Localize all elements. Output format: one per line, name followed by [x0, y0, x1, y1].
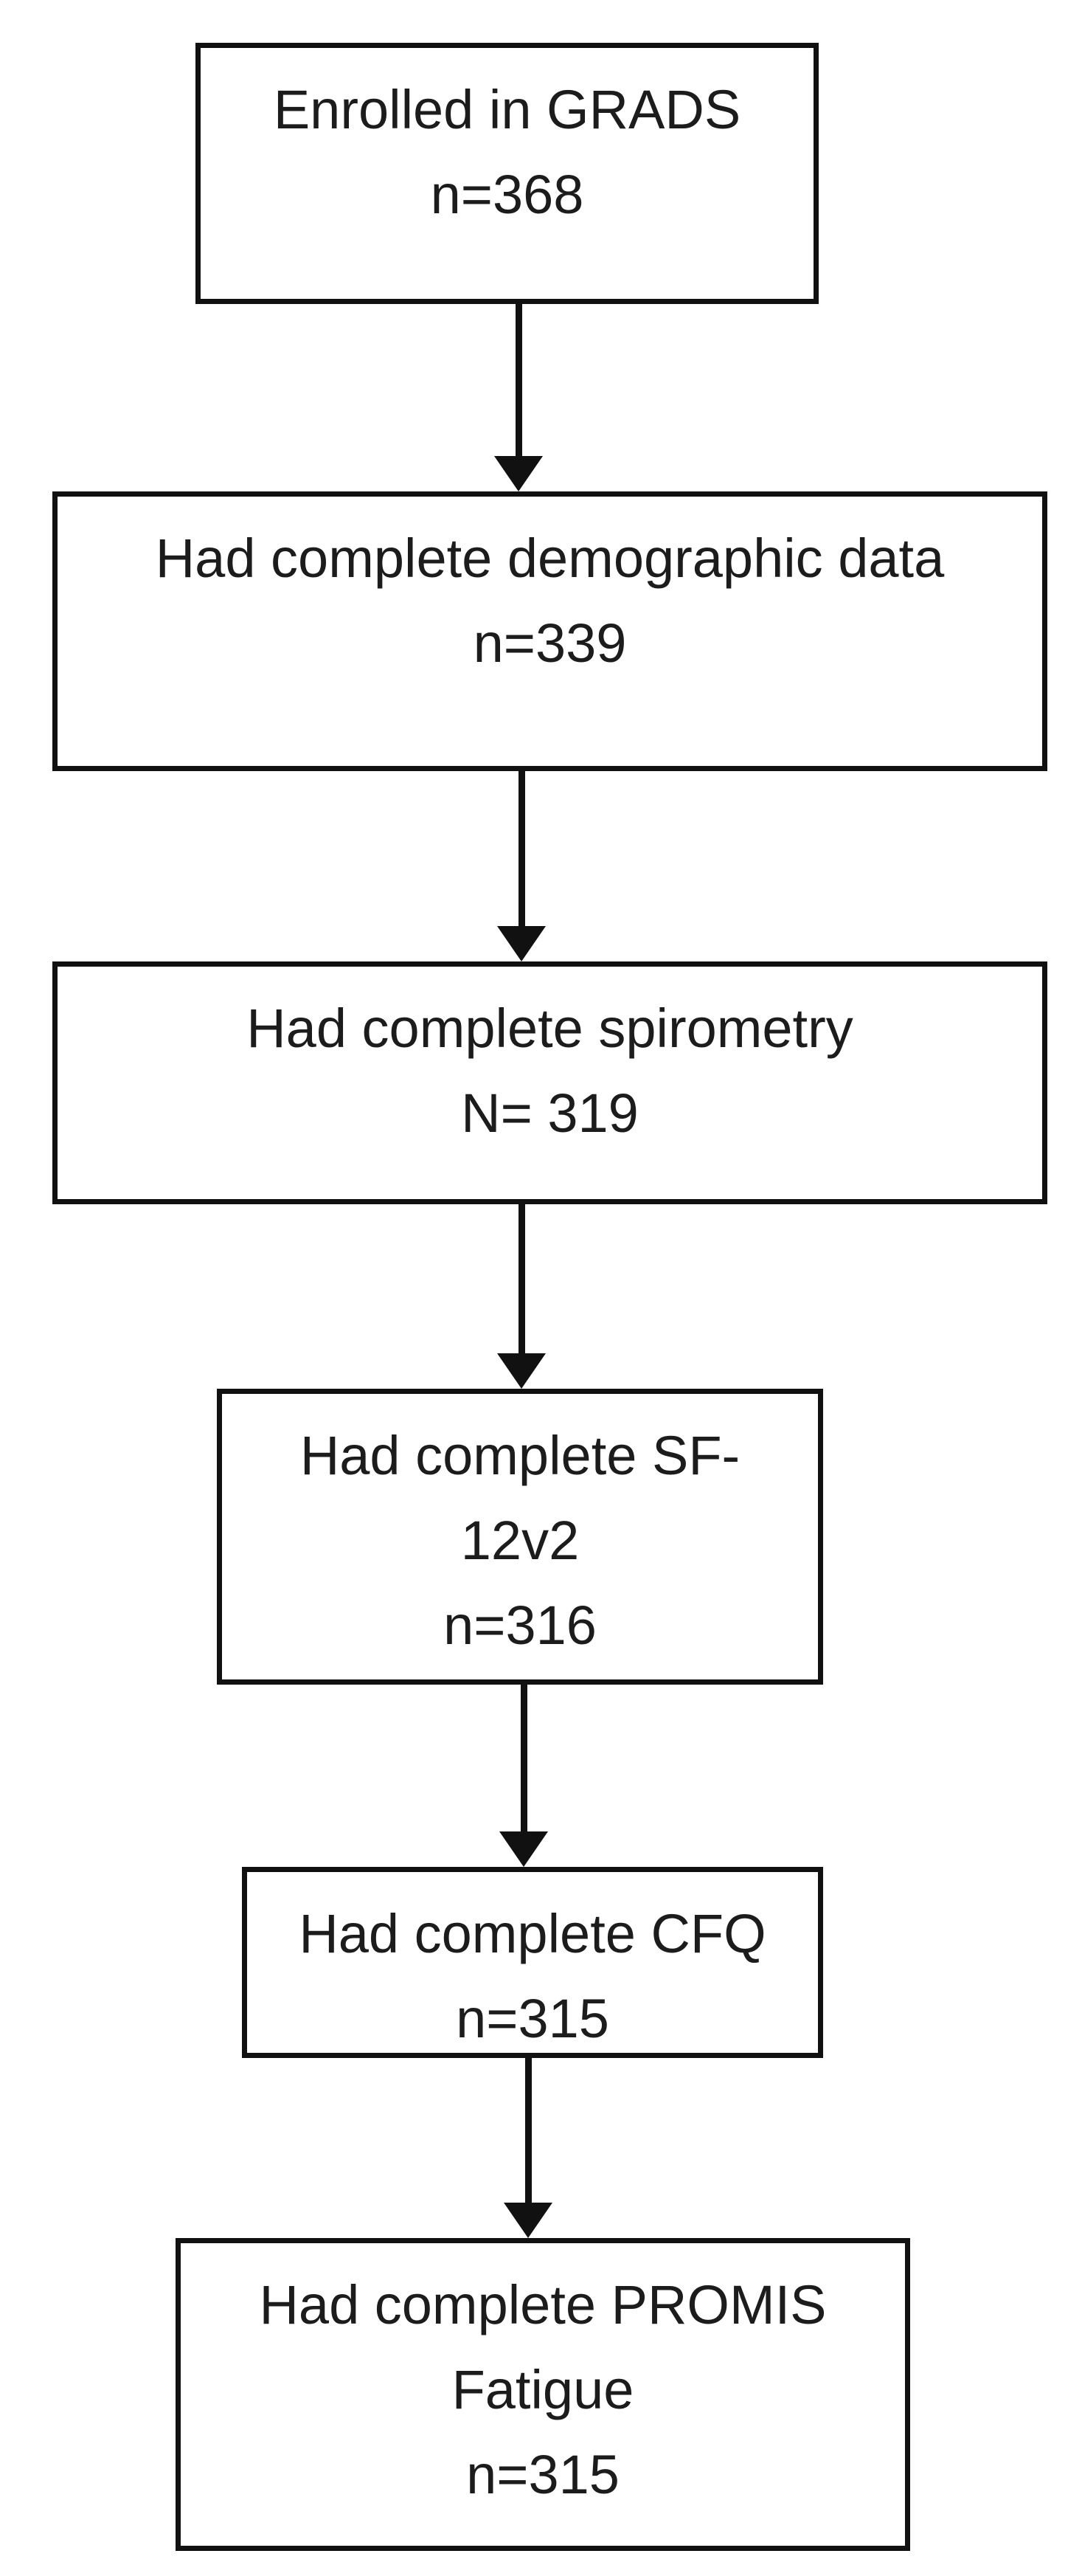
- box-line: n=315: [466, 2444, 620, 2505]
- box-line: n=339: [473, 612, 627, 674]
- arrowhead-icon: [497, 1353, 546, 1389]
- arrow-stem: [519, 1204, 525, 1356]
- arrowhead-icon: [497, 926, 546, 961]
- box-line: n=368: [430, 164, 584, 225]
- box-line: Fatigue: [451, 2359, 634, 2420]
- flow-box-demographic-data: Had complete demographic data n=339: [52, 491, 1047, 771]
- arrowhead-icon: [504, 2203, 552, 2238]
- arrow-stem: [521, 1685, 527, 1834]
- arrow-stem: [519, 771, 525, 929]
- flow-box-sf-12v2: Had complete SF- 12v2 n=316: [217, 1389, 823, 1685]
- flow-box-enrolled-in-grads: Enrolled in GRADS n=368: [195, 43, 819, 304]
- box-line: Had complete CFQ: [299, 1903, 766, 1964]
- box-line: 12v2: [460, 1510, 580, 1571]
- flow-box-promis-fatigue: Had complete PROMIS Fatigue n=315: [176, 2238, 910, 2551]
- box-line: Enrolled in GRADS: [273, 79, 741, 140]
- arrow-stem: [525, 2058, 532, 2206]
- flow-box-spirometry: Had complete spirometry N= 319: [52, 961, 1047, 1204]
- arrow-stem: [516, 304, 522, 459]
- arrowhead-icon: [494, 456, 543, 491]
- box-line: Had complete spirometry: [246, 998, 853, 1059]
- box-line: Had complete SF-: [299, 1425, 741, 1486]
- box-line: N= 319: [461, 1082, 639, 1144]
- box-line: n=316: [443, 1595, 597, 1656]
- box-line: Had complete demographic data: [155, 528, 945, 589]
- box-line: Had complete PROMIS: [259, 2274, 827, 2335]
- arrowhead-icon: [499, 1831, 548, 1867]
- flow-box-cfq: Had complete CFQ n=315: [242, 1867, 823, 2058]
- box-line: n=315: [456, 1988, 609, 2049]
